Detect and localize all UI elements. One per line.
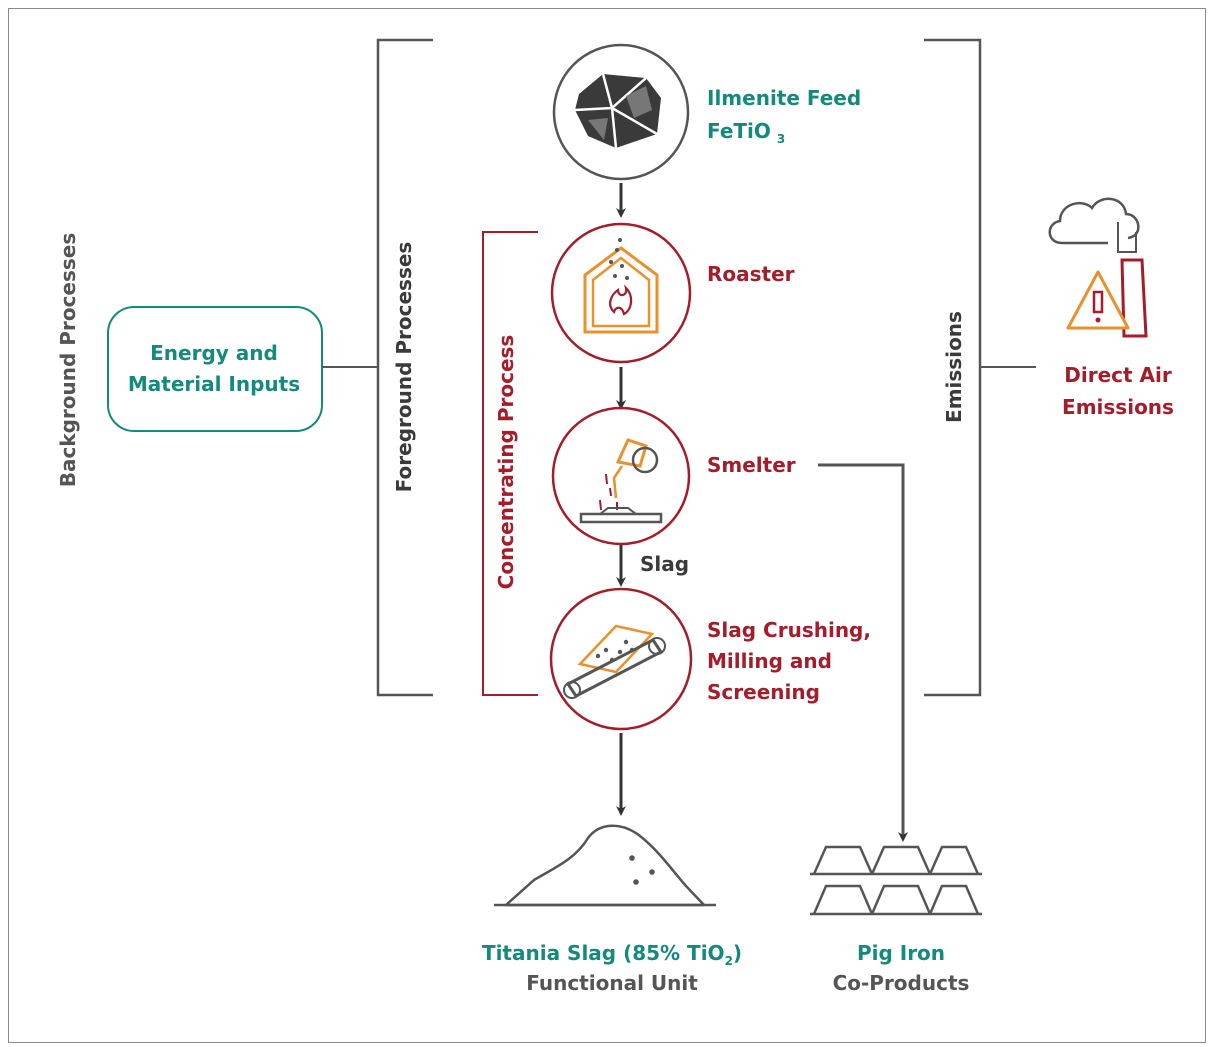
inputs-box-line2: Material Inputs: [127, 372, 301, 396]
powder-pile-icon: [494, 824, 716, 907]
coproduct-role: Co-Products: [833, 971, 970, 995]
crusher-conveyor-icon: [549, 587, 693, 731]
inputs-box: [107, 306, 323, 432]
roaster-furnace-icon: [550, 222, 692, 364]
product-role: Functional Unit: [526, 971, 698, 995]
background-processes-label: Background Processes: [56, 233, 80, 488]
formula-subscript: 3: [777, 132, 785, 146]
foreground-processes-label: Foreground Processes: [392, 242, 416, 493]
slag-label: Slag: [640, 552, 689, 576]
step-label-roaster: Roaster: [707, 262, 795, 286]
product-subscript: 2: [725, 954, 733, 968]
concentrating-bracket: [482, 231, 538, 696]
smelter-ladle-icon: [551, 406, 691, 546]
step-label-crushing-3: Screening: [707, 680, 820, 704]
step-label-crushing-1: Slag Crushing,: [707, 618, 871, 642]
factory-emissions-icon: [1048, 197, 1148, 338]
emissions-output-line2: Emissions: [1062, 395, 1174, 419]
coproduct-name: Pig Iron: [857, 941, 945, 965]
ingots-icon: [810, 845, 982, 916]
concentrating-process-label: Concentrating Process: [494, 335, 518, 590]
ilmenite-feed-label: Ilmenite Feed: [707, 86, 861, 110]
step-label-crushing-2: Milling and: [707, 649, 832, 673]
diagram-frame: [8, 8, 1206, 1043]
inputs-box-line1: Energy and: [150, 341, 278, 365]
inputs-box-label: Energy and Material Inputs: [108, 307, 320, 431]
emissions-label: Emissions: [942, 311, 966, 423]
ore-rock-icon: [552, 43, 690, 181]
step-label-smelter: Smelter: [707, 453, 796, 477]
flow-arrow-smelter-pigiron: [818, 463, 908, 842]
product-name: Titania Slag (85% TiO2): [482, 941, 742, 968]
emissions-output-line1: Direct Air: [1064, 363, 1172, 387]
